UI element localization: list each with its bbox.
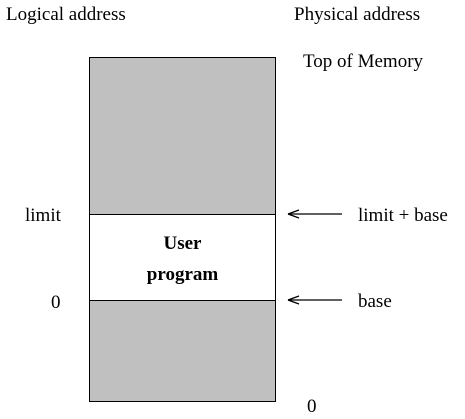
user-program-label-line1: User [163,233,202,254]
logical-address-heading: Logical address [6,4,126,25]
physical-limit-plus-base-label: limit + base [358,205,448,226]
physical-zero-label: 0 [307,396,317,417]
limit-plus-base-arrow [287,209,342,219]
physical-address-heading: Physical address [294,4,421,25]
user-program-label-line2: program [146,264,219,285]
user-program-segment: User program [89,214,276,301]
physical-base-label: base [358,291,392,312]
logical-limit-label: limit [25,205,61,226]
logical-zero-label: 0 [51,292,61,313]
base-arrow [287,295,342,305]
top-of-memory-label: Top of Memory [303,51,424,72]
